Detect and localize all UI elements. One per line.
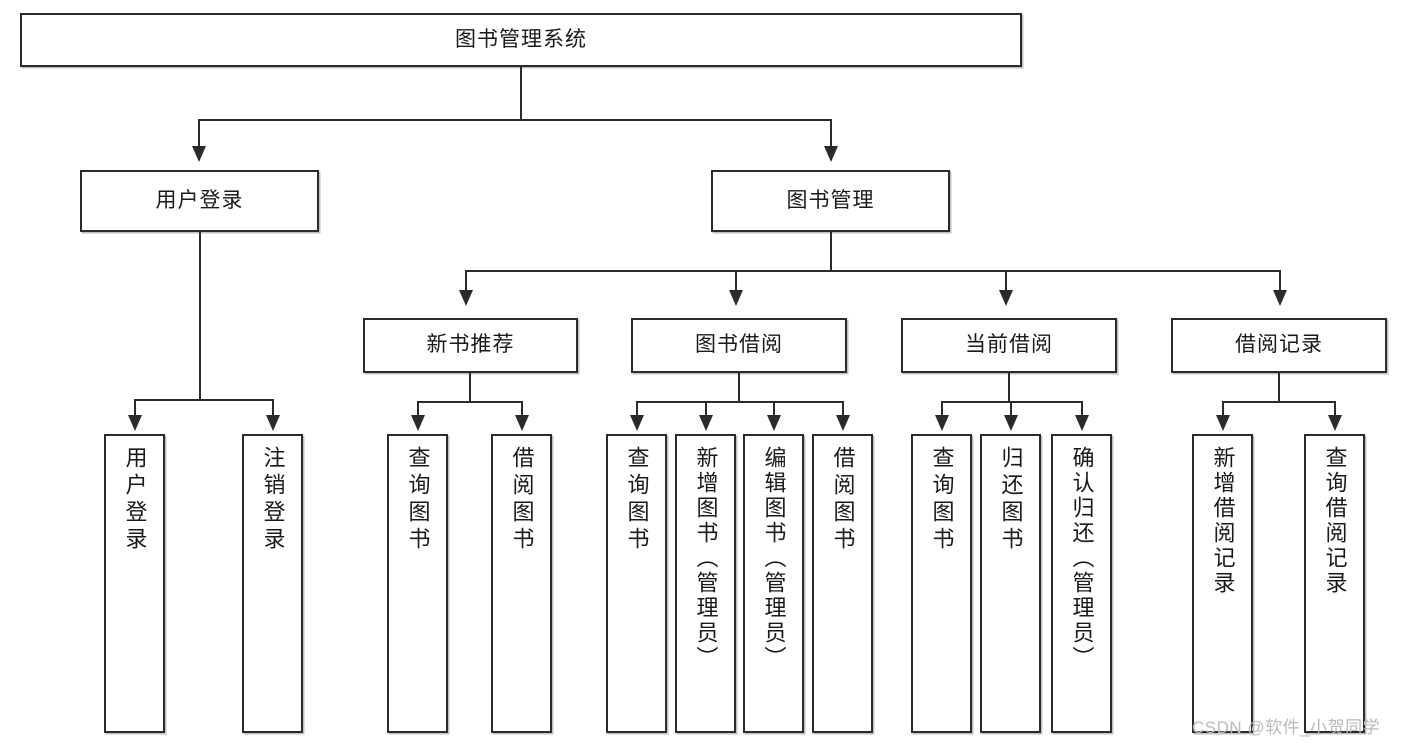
arrow-root-to-book-management — [824, 146, 838, 162]
node-label: 图书借阅 — [695, 333, 783, 357]
arrow-bb-leaf-4 — [836, 415, 850, 431]
connector-root-to-book-management — [830, 119, 832, 148]
leaf-user-login-1[interactable]: 用户登录 — [104, 434, 165, 733]
connector-nbr-stem — [469, 373, 471, 401]
node-label: 查询图书 — [624, 446, 650, 554]
node-user-login[interactable]: 用户登录 — [80, 170, 319, 232]
connector-bb-branch-4 — [842, 401, 844, 417]
arrow-cb-leaf-3 — [1075, 415, 1089, 431]
leaf-new-book-recommend-1[interactable]: 查询图书 — [387, 434, 448, 733]
connector-user-login-stem — [199, 232, 201, 399]
connector-cb-branch-1 — [941, 401, 943, 417]
node-label: 编辑图书（管理员） — [761, 446, 787, 671]
connector-bm-branch-2 — [735, 270, 737, 292]
connector-bb-branch-3 — [773, 401, 775, 417]
connector-user-login-bus — [134, 399, 274, 401]
arrow-bm-to-borrow-record — [1273, 290, 1287, 306]
connector-bm-branch-4 — [1279, 270, 1281, 292]
leaf-current-borrow-2[interactable]: 归还图书 — [980, 434, 1041, 733]
arrow-bm-to-current-borrow — [999, 290, 1013, 306]
leaf-book-borrow-1[interactable]: 查询图书 — [606, 434, 667, 733]
arrow-bb-leaf-1 — [630, 415, 644, 431]
node-book-management[interactable]: 图书管理 — [711, 170, 950, 232]
arrow-cb-leaf-2 — [1004, 415, 1018, 431]
connector-bb-stem — [738, 373, 740, 401]
leaf-book-borrow-2[interactable]: 新增图书（管理员） — [675, 434, 736, 733]
arrow-user-login-leaf-1 — [128, 415, 142, 431]
leaf-user-login-2[interactable]: 注销登录 — [242, 434, 303, 733]
node-label: 查询借阅记录 — [1322, 446, 1348, 596]
node-label: 新增借阅记录 — [1210, 446, 1236, 596]
arrow-root-to-user-login — [192, 146, 206, 162]
node-root-book-management-system[interactable]: 图书管理系统 — [20, 13, 1022, 67]
connector-user-login-branch-1 — [134, 399, 136, 417]
connector-cb-branch-2 — [1010, 401, 1012, 417]
connector-book-management-bus — [465, 270, 1279, 272]
connector-bm-branch-3 — [1005, 270, 1007, 292]
leaf-book-borrow-3[interactable]: 编辑图书（管理员） — [743, 434, 804, 733]
arrow-bb-leaf-3 — [767, 415, 781, 431]
connector-nbr-branch-2 — [521, 401, 523, 417]
node-label: 借阅记录 — [1235, 333, 1323, 357]
connector-br-stem — [1278, 373, 1280, 401]
leaf-borrow-record-1[interactable]: 新增借阅记录 — [1192, 434, 1253, 733]
arrow-nbr-leaf-2 — [515, 415, 529, 431]
connector-br-branch-2 — [1334, 401, 1336, 417]
connector-bb-bus — [636, 401, 844, 403]
node-borrow-record[interactable]: 借阅记录 — [1171, 318, 1387, 373]
node-label: 用户登录 — [122, 446, 148, 554]
connector-root-to-user-login — [198, 119, 200, 148]
node-label: 借阅图书 — [830, 446, 856, 554]
arrow-bb-leaf-2 — [699, 415, 713, 431]
leaf-book-borrow-4[interactable]: 借阅图书 — [812, 434, 873, 733]
connector-br-bus — [1222, 401, 1336, 403]
connector-cb-stem — [1008, 373, 1010, 401]
node-label: 图书管理 — [786, 188, 875, 212]
node-label: 用户登录 — [155, 188, 244, 212]
node-label: 查询图书 — [405, 446, 431, 554]
arrow-br-leaf-2 — [1328, 415, 1342, 431]
connector-user-login-branch-2 — [272, 399, 274, 417]
connector-bb-branch-1 — [636, 401, 638, 417]
connector-br-branch-1 — [1222, 401, 1224, 417]
connector-book-management-stem — [830, 232, 832, 270]
node-label: 注销登录 — [260, 446, 286, 554]
node-label: 确认归还（管理员） — [1069, 446, 1095, 671]
leaf-borrow-record-2[interactable]: 查询借阅记录 — [1304, 434, 1365, 733]
node-current-borrow[interactable]: 当前借阅 — [901, 318, 1117, 373]
node-label: 查询图书 — [929, 446, 955, 554]
arrow-user-login-leaf-2 — [266, 415, 280, 431]
connector-nbr-branch-1 — [417, 401, 419, 417]
arrow-br-leaf-1 — [1216, 415, 1230, 431]
leaf-new-book-recommend-2[interactable]: 借阅图书 — [491, 434, 552, 733]
node-new-book-recommend[interactable]: 新书推荐 — [363, 318, 578, 373]
node-label: 借阅图书 — [509, 446, 535, 554]
node-book-borrow[interactable]: 图书借阅 — [631, 318, 847, 373]
leaf-current-borrow-3[interactable]: 确认归还（管理员） — [1051, 434, 1112, 733]
connector-cb-bus — [941, 401, 1083, 403]
node-label: 新增图书（管理员） — [693, 446, 719, 671]
connector-root-stem — [520, 67, 522, 119]
arrow-bm-to-new-book-recommend — [459, 290, 473, 306]
connector-bb-branch-2 — [705, 401, 707, 417]
connector-bm-branch-1 — [465, 270, 467, 292]
connector-nbr-bus — [417, 401, 523, 403]
node-label: 图书管理系统 — [455, 27, 587, 51]
arrow-cb-leaf-1 — [935, 415, 949, 431]
leaf-current-borrow-1[interactable]: 查询图书 — [911, 434, 972, 733]
node-label: 新书推荐 — [426, 333, 515, 357]
node-label: 当前借阅 — [965, 333, 1053, 357]
connector-cb-branch-3 — [1081, 401, 1083, 417]
connector-root-bus — [198, 119, 832, 121]
node-label: 归还图书 — [998, 446, 1024, 554]
arrow-nbr-leaf-1 — [411, 415, 425, 431]
arrow-bm-to-book-borrow — [729, 290, 743, 306]
